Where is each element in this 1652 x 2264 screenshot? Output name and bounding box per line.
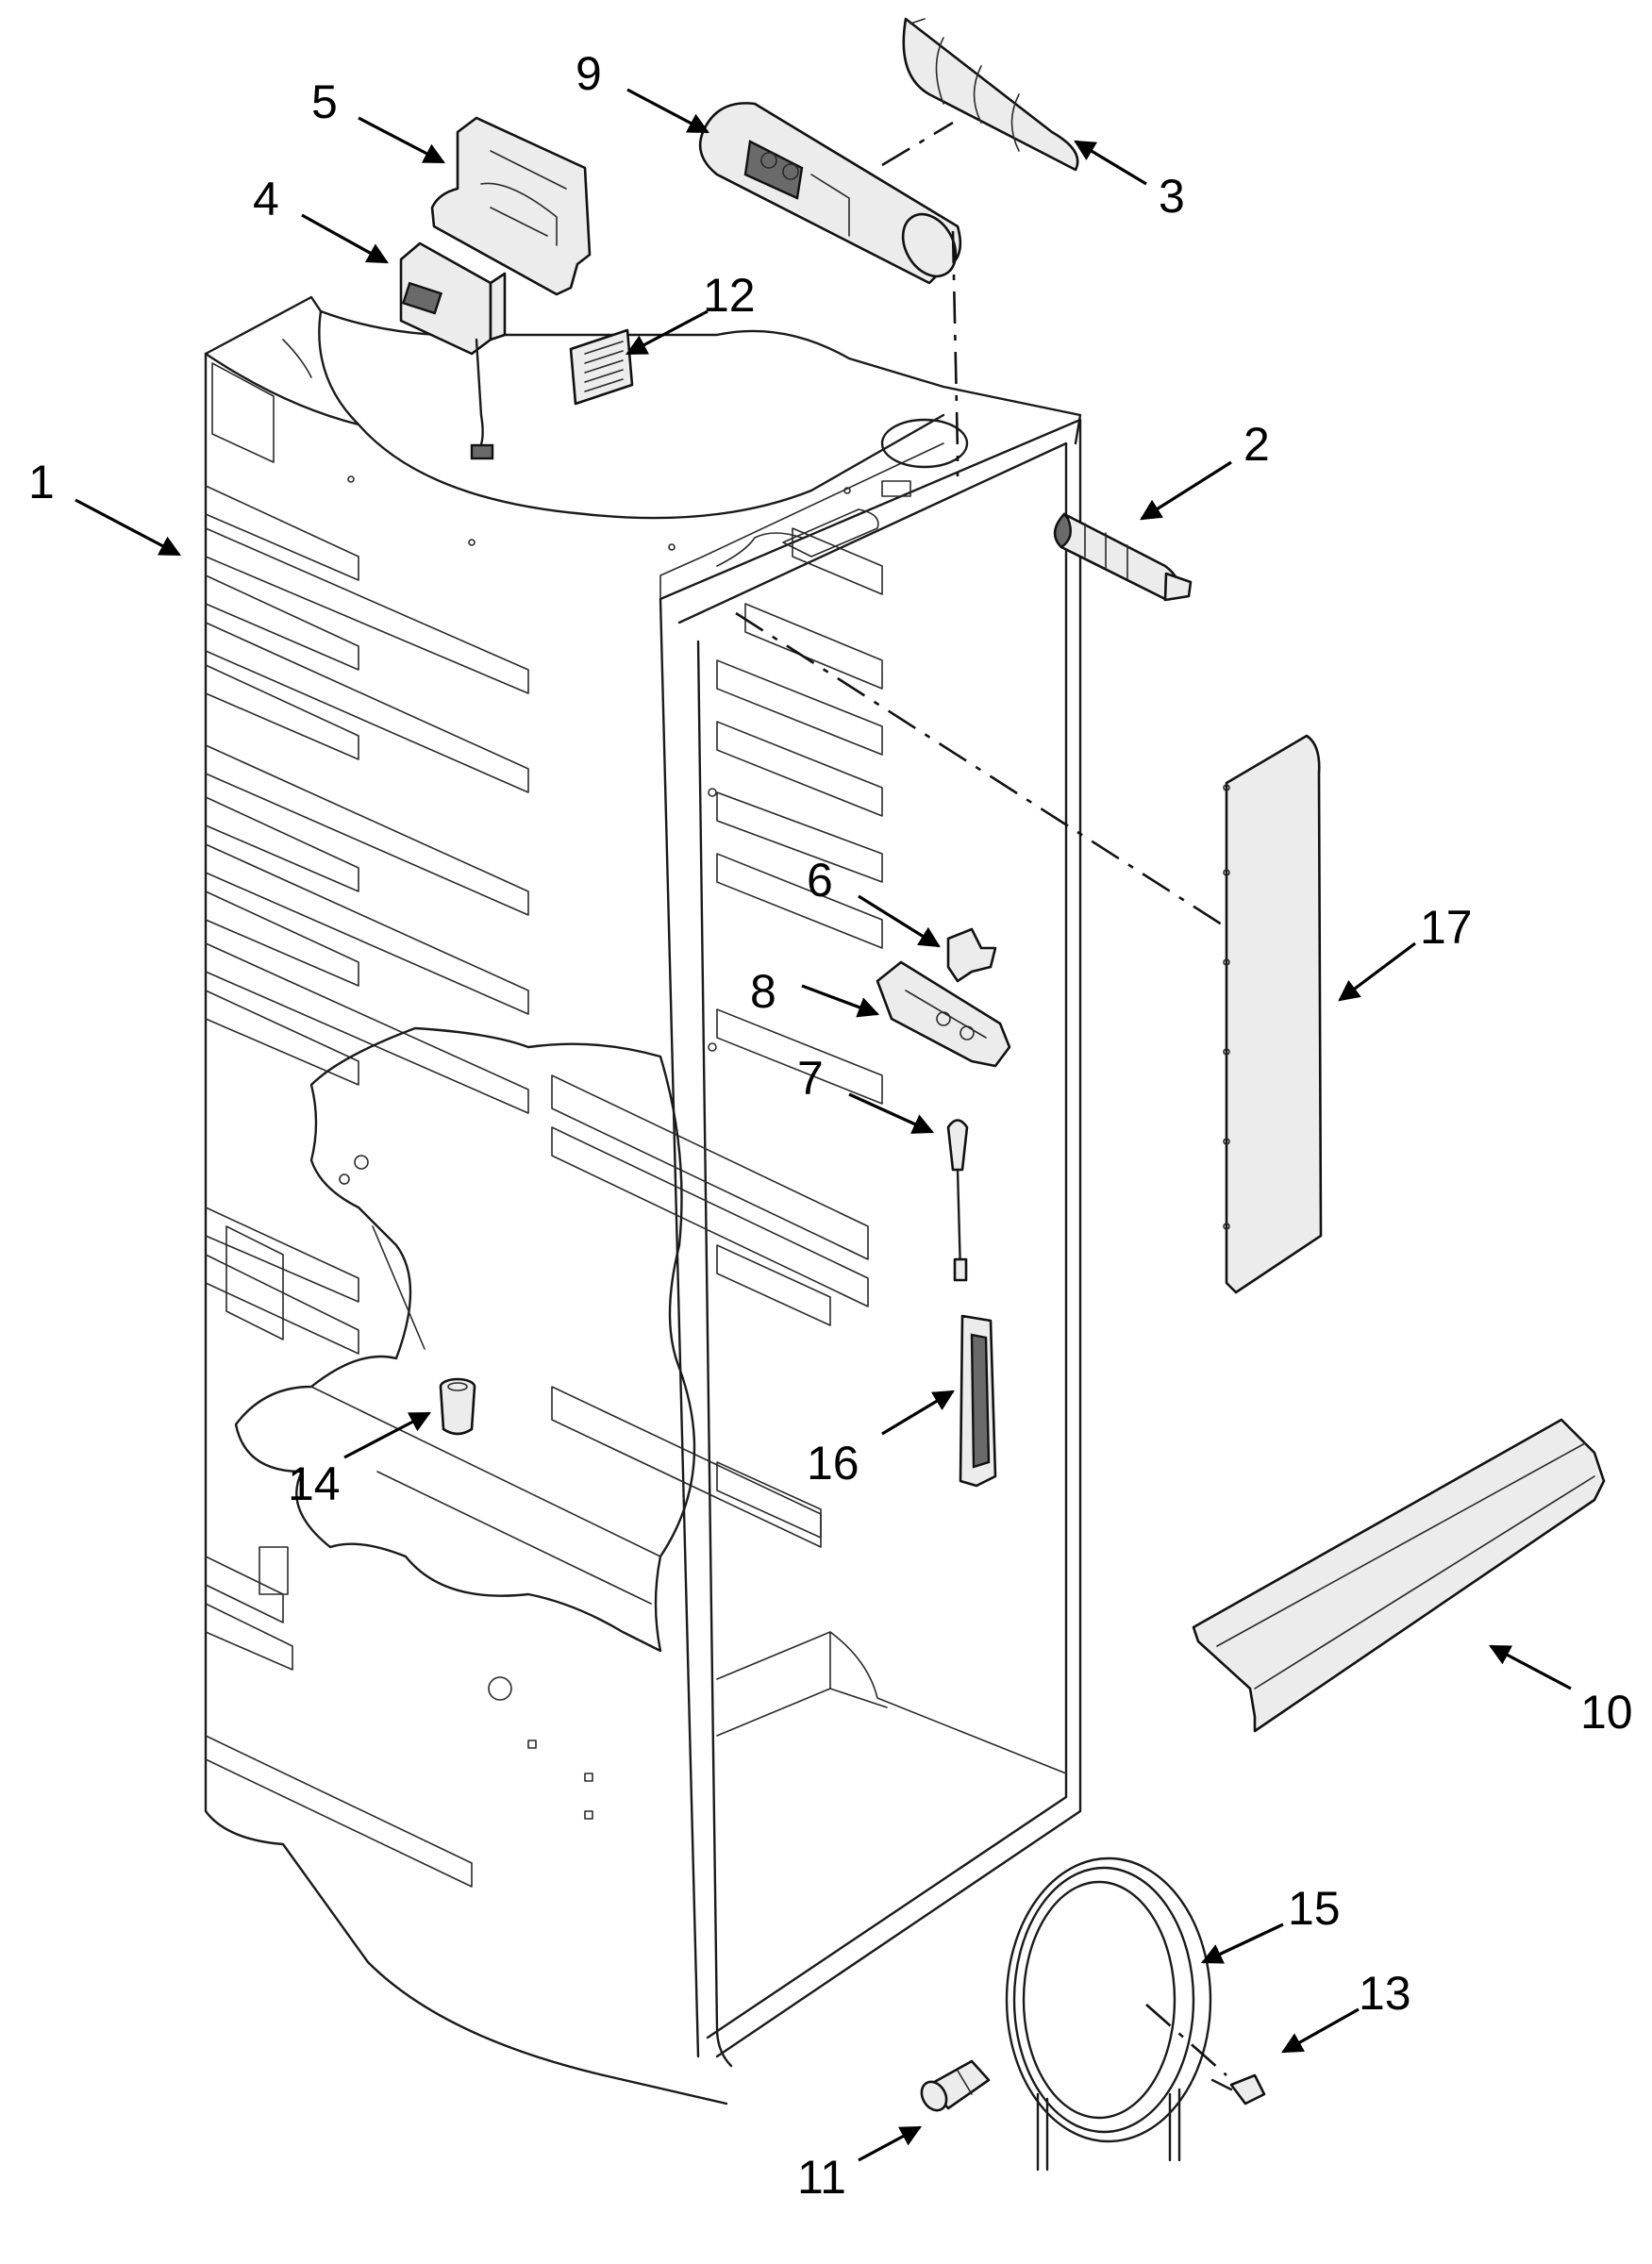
part-4-control-module — [399, 241, 507, 460]
part-15-water-tube-coil — [1005, 1856, 1212, 2172]
callout-15: 15 — [1288, 1882, 1341, 1935]
callout-6: 6 — [807, 854, 833, 907]
callout-9: 9 — [576, 47, 602, 100]
part-12-vent-grille — [569, 328, 634, 406]
callout-10: 10 — [1580, 1686, 1633, 1739]
callout-14: 14 — [288, 1457, 341, 1510]
callout-4: 4 — [253, 173, 279, 225]
part-7-light-bulb — [946, 1119, 969, 1282]
callout-8: 8 — [750, 965, 776, 1018]
leader-arrows — [75, 88, 1572, 2162]
callout-5: 5 — [311, 75, 338, 128]
refrigerator-liner — [204, 295, 1082, 2106]
alignment-dashed-lines — [735, 121, 1227, 2076]
part-9-dispenser-module — [698, 102, 962, 285]
part-14-damper-plug — [439, 1377, 476, 1436]
callout-16: 16 — [807, 1437, 859, 1490]
callout-11: 11 — [797, 2151, 846, 2204]
callout-labels: 1 2 3 4 5 6 7 8 9 10 11 12 13 14 15 16 1… — [28, 47, 1633, 2204]
part-3-housing-cover — [902, 17, 1079, 172]
callout-12: 12 — [703, 269, 756, 322]
part-11-drain-plug — [920, 2059, 991, 2112]
part-6-clip — [946, 927, 997, 983]
part-13-screw — [1210, 2073, 1266, 2106]
left-wall-ribs — [205, 485, 529, 1888]
callout-2: 2 — [1243, 418, 1270, 471]
part-5-ice-housing — [430, 116, 592, 296]
callout-3: 3 — [1159, 170, 1185, 223]
part-8-lamp-socket-housing — [876, 960, 1011, 1068]
part-10-cover-rail — [1192, 1418, 1606, 1733]
callout-7: 7 — [797, 1052, 824, 1105]
part-2-filter-cartridge — [1053, 512, 1193, 602]
callout-17: 17 — [1420, 901, 1473, 954]
part-16-light-shield — [959, 1314, 997, 1488]
callout-1: 1 — [28, 456, 55, 508]
callout-13: 13 — [1359, 1967, 1411, 2020]
interior-shelf-ribs — [551, 527, 883, 1548]
part-17-liner-panel — [1223, 734, 1323, 1294]
